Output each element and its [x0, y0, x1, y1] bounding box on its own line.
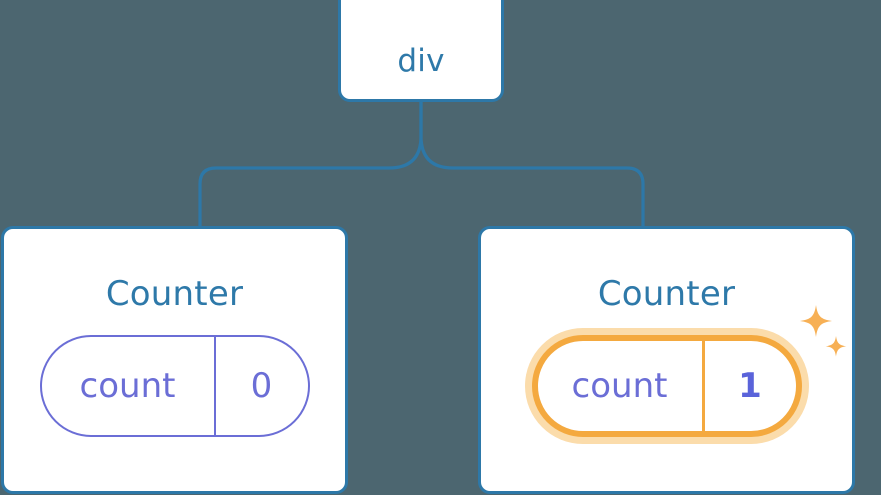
- state-value-right: 1: [738, 366, 762, 406]
- node-counter-right[interactable]: Counter count 1: [478, 226, 855, 494]
- state-key-cell-left: count: [42, 337, 214, 435]
- state-value-cell-right: 1: [701, 341, 796, 431]
- node-div-label: div: [397, 43, 445, 79]
- node-counter-left[interactable]: Counter count 0: [1, 226, 348, 494]
- state-pill-left[interactable]: count 0: [39, 335, 310, 437]
- state-value-cell-left: 0: [213, 337, 308, 435]
- state-pill-left-wrap: count 0: [39, 335, 310, 437]
- state-key-cell-right: count: [538, 341, 702, 431]
- node-counter-left-title: Counter: [105, 274, 244, 314]
- connector-left: [198, 99, 423, 228]
- state-key-right: count: [571, 366, 668, 406]
- state-value-left: 0: [250, 366, 273, 406]
- state-key-left: count: [79, 366, 176, 406]
- sparkle-icon: [799, 305, 832, 337]
- state-pill-right[interactable]: count 1: [531, 335, 802, 437]
- sparkles-group: [799, 305, 846, 357]
- sparkle-small-icon: [825, 336, 846, 357]
- connector-right: [419, 99, 645, 228]
- node-div[interactable]: div: [338, 0, 504, 102]
- state-pill-right-wrap: count 1: [531, 305, 846, 437]
- node-counter-right-title: Counter: [597, 274, 736, 314]
